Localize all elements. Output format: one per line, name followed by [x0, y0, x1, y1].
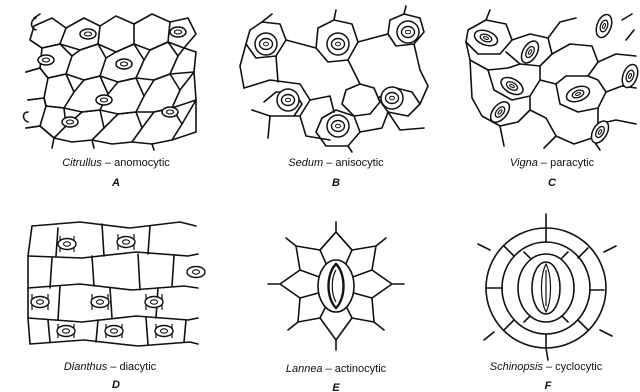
- panel-a-caption: Citrullus – anomocytic: [62, 157, 170, 169]
- panel-e-genus: Lannea: [286, 363, 323, 375]
- panel-f-type: – cyclocytic: [543, 361, 603, 373]
- panel-a-type: – anomocytic: [102, 157, 170, 169]
- panel-b-type: – anisocytic: [323, 157, 384, 169]
- panel-b-letter: B: [332, 177, 340, 189]
- panel-c-genus: Vigna: [510, 157, 538, 169]
- panel-e-drawing: [268, 222, 404, 350]
- panel-f-drawing: [478, 214, 616, 360]
- panel-a-letter: A: [111, 177, 120, 189]
- panel-a-drawing: [24, 14, 197, 150]
- panel-c-caption: Vigna – paracytic: [510, 157, 595, 169]
- panel-d-caption: Dianthus – diacytic: [64, 361, 157, 373]
- panel-b-genus: Sedum: [288, 157, 323, 169]
- panel-d-letter: D: [112, 379, 120, 391]
- panel-f-caption: Schinopsis – cyclocytic: [490, 361, 603, 373]
- panel-e-caption: Lannea – actinocytic: [286, 363, 387, 375]
- panel-a-genus: Citrullus: [62, 157, 102, 169]
- panel-f-letter: F: [545, 380, 552, 392]
- panel-e-type: – actinocytic: [323, 363, 387, 375]
- panel-c-type: – paracytic: [538, 157, 595, 169]
- panel-d-genus: Dianthus: [64, 361, 108, 373]
- panel-b-drawing: [240, 6, 428, 152]
- panel-f-genus: Schinopsis: [490, 361, 544, 373]
- panel-c-drawing: [466, 10, 640, 150]
- panel-b-caption: Sedum – anisocytic: [288, 157, 384, 169]
- panel-c-letter: C: [548, 177, 557, 189]
- panel-d-drawing: [28, 222, 205, 346]
- panel-e-letter: E: [332, 382, 340, 392]
- panel-d-type: – diacytic: [107, 361, 156, 373]
